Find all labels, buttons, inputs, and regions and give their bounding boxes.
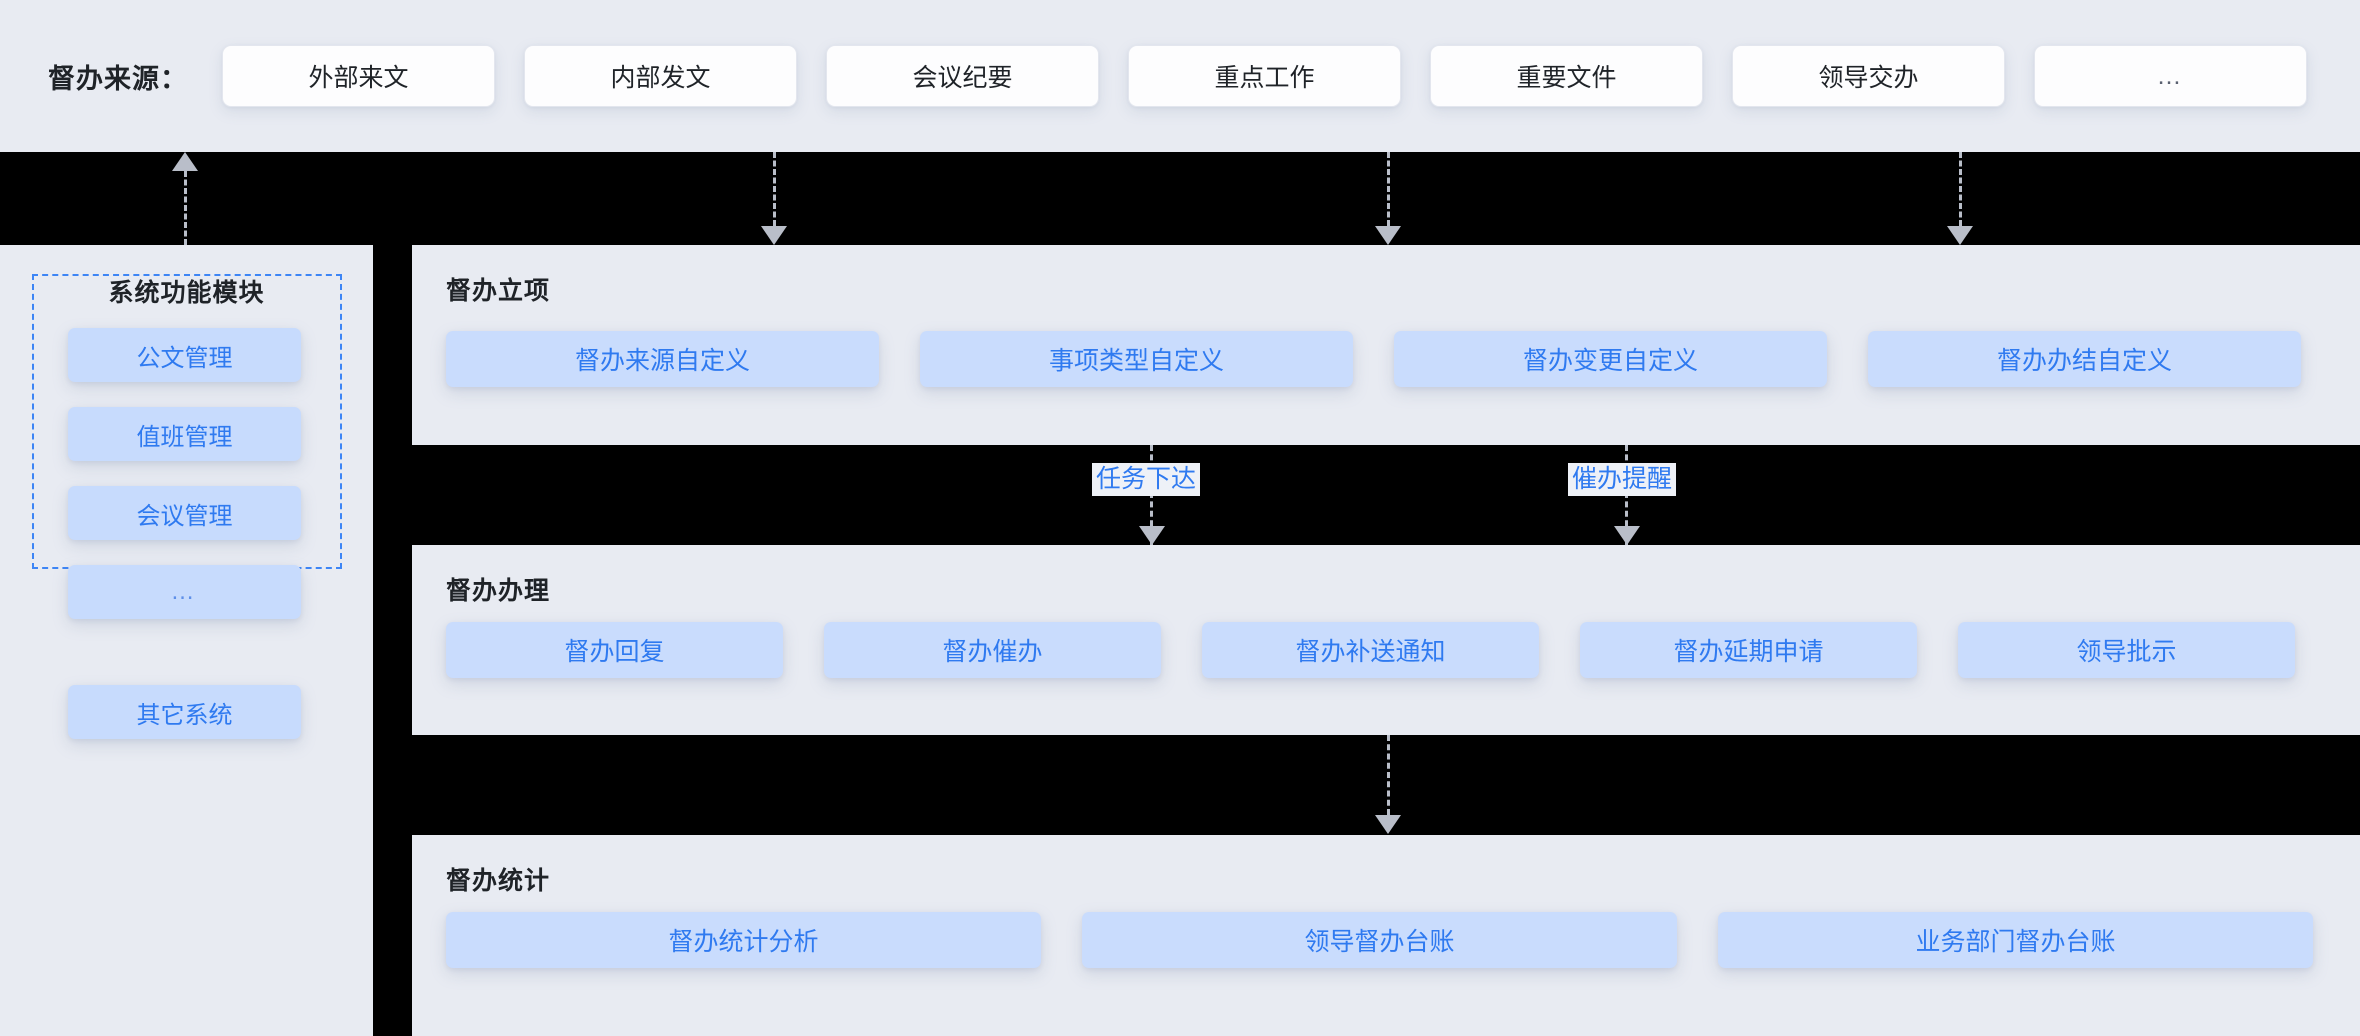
- connector-line-source-to-lixiang-2: [1387, 152, 1390, 226]
- source-chip-more[interactable]: …: [2034, 45, 2307, 107]
- panel-tongji-items: 督办统计分析 领导督办台账 业务部门督办台账: [446, 912, 2360, 968]
- panel-title-tongji: 督办统计: [446, 867, 551, 895]
- banli-button-supplement-notice[interactable]: 督办补送通知: [1202, 622, 1539, 678]
- lixiang-button-change-custom[interactable]: 督办变更自定义: [1394, 331, 1827, 387]
- module-button-zhiban[interactable]: 值班管理: [68, 407, 301, 461]
- connector-arrow-banli-to-tongji: [1375, 815, 1401, 834]
- lixiang-button-item-type-custom[interactable]: 事项类型自定义: [920, 331, 1353, 387]
- tongji-button-leader-ledger[interactable]: 领导督办台账: [1082, 912, 1677, 968]
- panel-lixiang-items: 督办来源自定义 事项类型自定义 督办变更自定义 督办办结自定义: [446, 331, 2360, 387]
- connector-arrow-down-lixiang-3: [1947, 226, 1973, 245]
- connector-arrow-urge-remind: [1614, 526, 1640, 545]
- module-button-huiyi[interactable]: 会议管理: [68, 486, 301, 540]
- panel-dubantongji: 督办统计 督办统计分析 领导督办台账 业务部门督办台账: [412, 835, 2360, 1036]
- source-chip-internal-doc[interactable]: 内部发文: [524, 45, 797, 107]
- connector-line-source-to-lixiang-3: [1959, 152, 1962, 226]
- source-chip-meeting-minutes[interactable]: 会议纪要: [826, 45, 1099, 107]
- connector-line-source-to-lixiang-1: [773, 152, 776, 226]
- source-chip-important-file[interactable]: 重要文件: [1430, 45, 1703, 107]
- banli-button-reply[interactable]: 督办回复: [446, 622, 783, 678]
- source-chip-external-doc[interactable]: 外部来文: [222, 45, 495, 107]
- panel-title-lixiang: 督办立项: [446, 277, 551, 305]
- banli-button-extension-request[interactable]: 督办延期申请: [1580, 622, 1917, 678]
- source-chip-key-work[interactable]: 重点工作: [1128, 45, 1401, 107]
- source-chip-list: 外部来文 内部发文 会议纪要 重点工作 重要文件 领导交办 …: [222, 45, 2307, 107]
- tongji-button-department-ledger[interactable]: 业务部门督办台账: [1718, 912, 2313, 968]
- lixiang-button-close-custom[interactable]: 督办办结自定义: [1868, 331, 2301, 387]
- source-chip-leader-assign[interactable]: 领导交办: [1732, 45, 2005, 107]
- connector-arrow-down-lixiang-1: [761, 226, 787, 245]
- module-button-other-system[interactable]: 其它系统: [68, 685, 301, 739]
- tongji-button-analysis[interactable]: 督办统计分析: [446, 912, 1041, 968]
- connector-label-task-assign: 任务下达: [1092, 463, 1201, 497]
- connector-line-banli-to-tongji: [1387, 735, 1390, 815]
- connector-arrow-task-assign: [1139, 526, 1165, 545]
- system-modules-title: 系统功能模块: [108, 279, 265, 307]
- source-header-bar: 督办来源： 外部来文 内部发文 会议纪要 重点工作 重要文件 领导交办 …: [0, 0, 2360, 152]
- system-modules-sidebar: 系统功能模块 公文管理 值班管理 会议管理 … 其它系统: [0, 245, 373, 1036]
- panel-dubanlixiang: 督办立项 督办来源自定义 事项类型自定义 督办变更自定义 督办办结自定义: [412, 245, 2360, 445]
- panel-dubanbanli: 督办办理 督办回复 督办催办 督办补送通知 督办延期申请 领导批示: [412, 545, 2360, 735]
- panel-banli-items: 督办回复 督办催办 督办补送通知 督办延期申请 领导批示: [446, 622, 2360, 678]
- banli-button-leader-instruction[interactable]: 领导批示: [1958, 622, 2295, 678]
- lixiang-button-source-custom[interactable]: 督办来源自定义: [446, 331, 879, 387]
- connector-arrow-up-sidebar: [172, 152, 198, 171]
- panel-title-banli: 督办办理: [446, 577, 551, 605]
- source-header-label: 督办来源：: [48, 63, 188, 94]
- module-button-more[interactable]: …: [68, 565, 301, 619]
- connector-line-sidebar: [184, 171, 187, 245]
- banli-button-urge[interactable]: 督办催办: [824, 622, 1161, 678]
- module-button-gongwen[interactable]: 公文管理: [68, 328, 301, 382]
- connector-label-urge-remind: 催办提醒: [1568, 463, 1677, 497]
- connector-arrow-down-lixiang-2: [1375, 226, 1401, 245]
